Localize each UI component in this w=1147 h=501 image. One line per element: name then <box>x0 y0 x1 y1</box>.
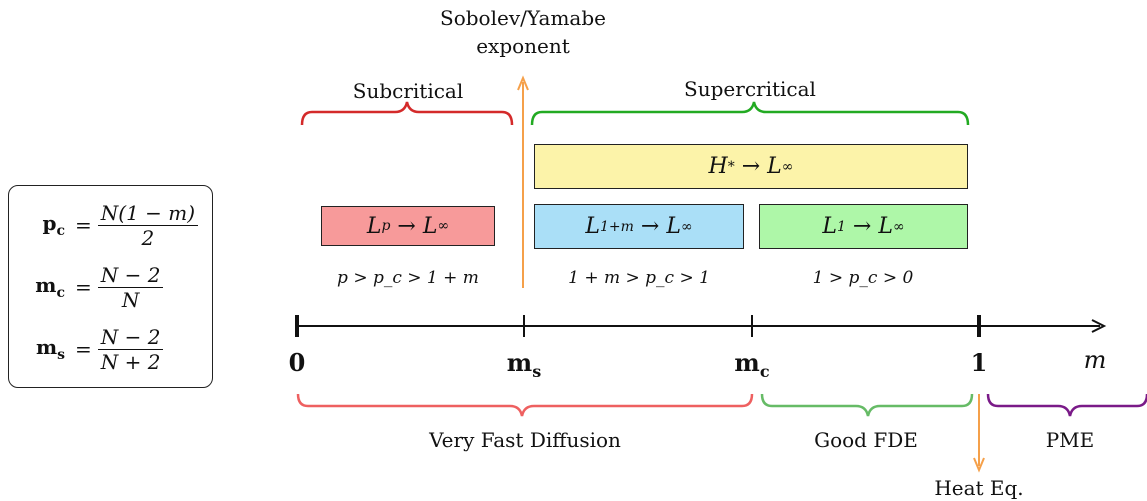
tick-label-1-text: 1 <box>970 348 988 377</box>
def-mc-num: N − 2 <box>97 263 164 288</box>
def-ms-lhs: ms <box>15 335 69 363</box>
gfde-brace <box>760 393 974 417</box>
def-pc-eq: = <box>75 213 92 237</box>
def-mc-eq: = <box>75 275 92 299</box>
l1-condition: 1 > p_c > 0 <box>812 268 914 288</box>
hstar-box: H* → L∞ <box>534 144 968 189</box>
heat-label: Heat Eq. <box>934 476 1024 500</box>
axis-arrow-head <box>1091 319 1107 333</box>
sobolev-arrow-head <box>517 75 529 91</box>
def-ms-sub: s <box>57 347 65 363</box>
def-mc-den: N <box>121 287 140 312</box>
tick-label-ms-sub: s <box>532 361 542 381</box>
tick-label-mc-text: m <box>734 348 760 377</box>
l1m-condition: 1 + m > p_c > 1 <box>568 268 710 288</box>
def-pc-lhs: pc <box>15 211 69 239</box>
def-ms-eq: = <box>75 337 92 361</box>
l1m-rsup: ∞ <box>680 218 693 235</box>
heat-arrow-head <box>973 457 985 473</box>
supercritical-brace <box>530 101 970 126</box>
sobolev-label-line1: Sobolev/Yamabe <box>440 6 606 30</box>
l1-rhs: → L <box>852 214 893 239</box>
axis-variable: m <box>1083 346 1107 374</box>
def-ms-den: N + 2 <box>100 349 161 374</box>
vfd-label: Very Fast Diffusion <box>429 428 621 452</box>
hstar-sup: * <box>727 158 735 175</box>
tick-label-0-text: 0 <box>288 348 306 377</box>
supercritical-label: Supercritical <box>684 77 816 101</box>
def-mc-sub: c <box>56 285 65 301</box>
def-pc-num: N(1 − m) <box>97 201 199 226</box>
def-ms-sym: m <box>35 335 58 359</box>
vfd-brace <box>296 393 754 417</box>
pme-brace <box>986 393 1147 417</box>
def-mc-sym: m <box>35 273 57 297</box>
l1m-sup: 1+m <box>599 218 634 235</box>
tick-label-mc-sub: c <box>759 361 770 381</box>
l1-rsup: ∞ <box>892 218 905 235</box>
sobolev-label-line2: exponent <box>476 34 570 58</box>
def-mc-lhs: mc <box>15 273 69 301</box>
def-pc-sym: p <box>42 211 57 235</box>
def-pc-den: 2 <box>141 225 155 250</box>
def-pc: pc = N(1 − m)2 <box>15 194 206 256</box>
tick-label-mc: mc <box>722 348 782 381</box>
lp-rsup: ∞ <box>437 218 450 234</box>
hstar-rsup: ∞ <box>781 158 794 175</box>
subcritical-label: Subcritical <box>352 79 464 103</box>
lp-sup: p <box>381 218 391 234</box>
pme-label: PME <box>1045 428 1095 452</box>
tick-label-0: 0 <box>277 348 317 377</box>
lp-lhs: L <box>366 213 382 239</box>
hstar-rhs: → L <box>741 154 782 179</box>
hstar-lhs: H <box>708 154 728 179</box>
l1-sup: 1 <box>836 218 846 235</box>
tick-label-1: 1 <box>959 348 999 377</box>
def-pc-frac: N(1 − m)2 <box>97 201 199 250</box>
gfde-label: Good FDE <box>814 428 918 452</box>
subcritical-brace <box>300 101 514 126</box>
def-ms-num: N − 2 <box>97 325 164 350</box>
sobolev-label: Sobolev/Yamabe exponent <box>423 6 623 58</box>
def-pc-sub: c <box>56 223 65 239</box>
l1m-rhs: → L <box>640 214 681 239</box>
lp-rhs: → L <box>397 213 438 239</box>
tick-label-ms-text: m <box>506 348 533 377</box>
tick-label-ms: ms <box>494 348 554 381</box>
lp-condition: p > p_c > 1 + m <box>337 268 479 288</box>
l1-lhs: L <box>822 214 837 239</box>
l1m-lhs: L <box>585 214 600 239</box>
